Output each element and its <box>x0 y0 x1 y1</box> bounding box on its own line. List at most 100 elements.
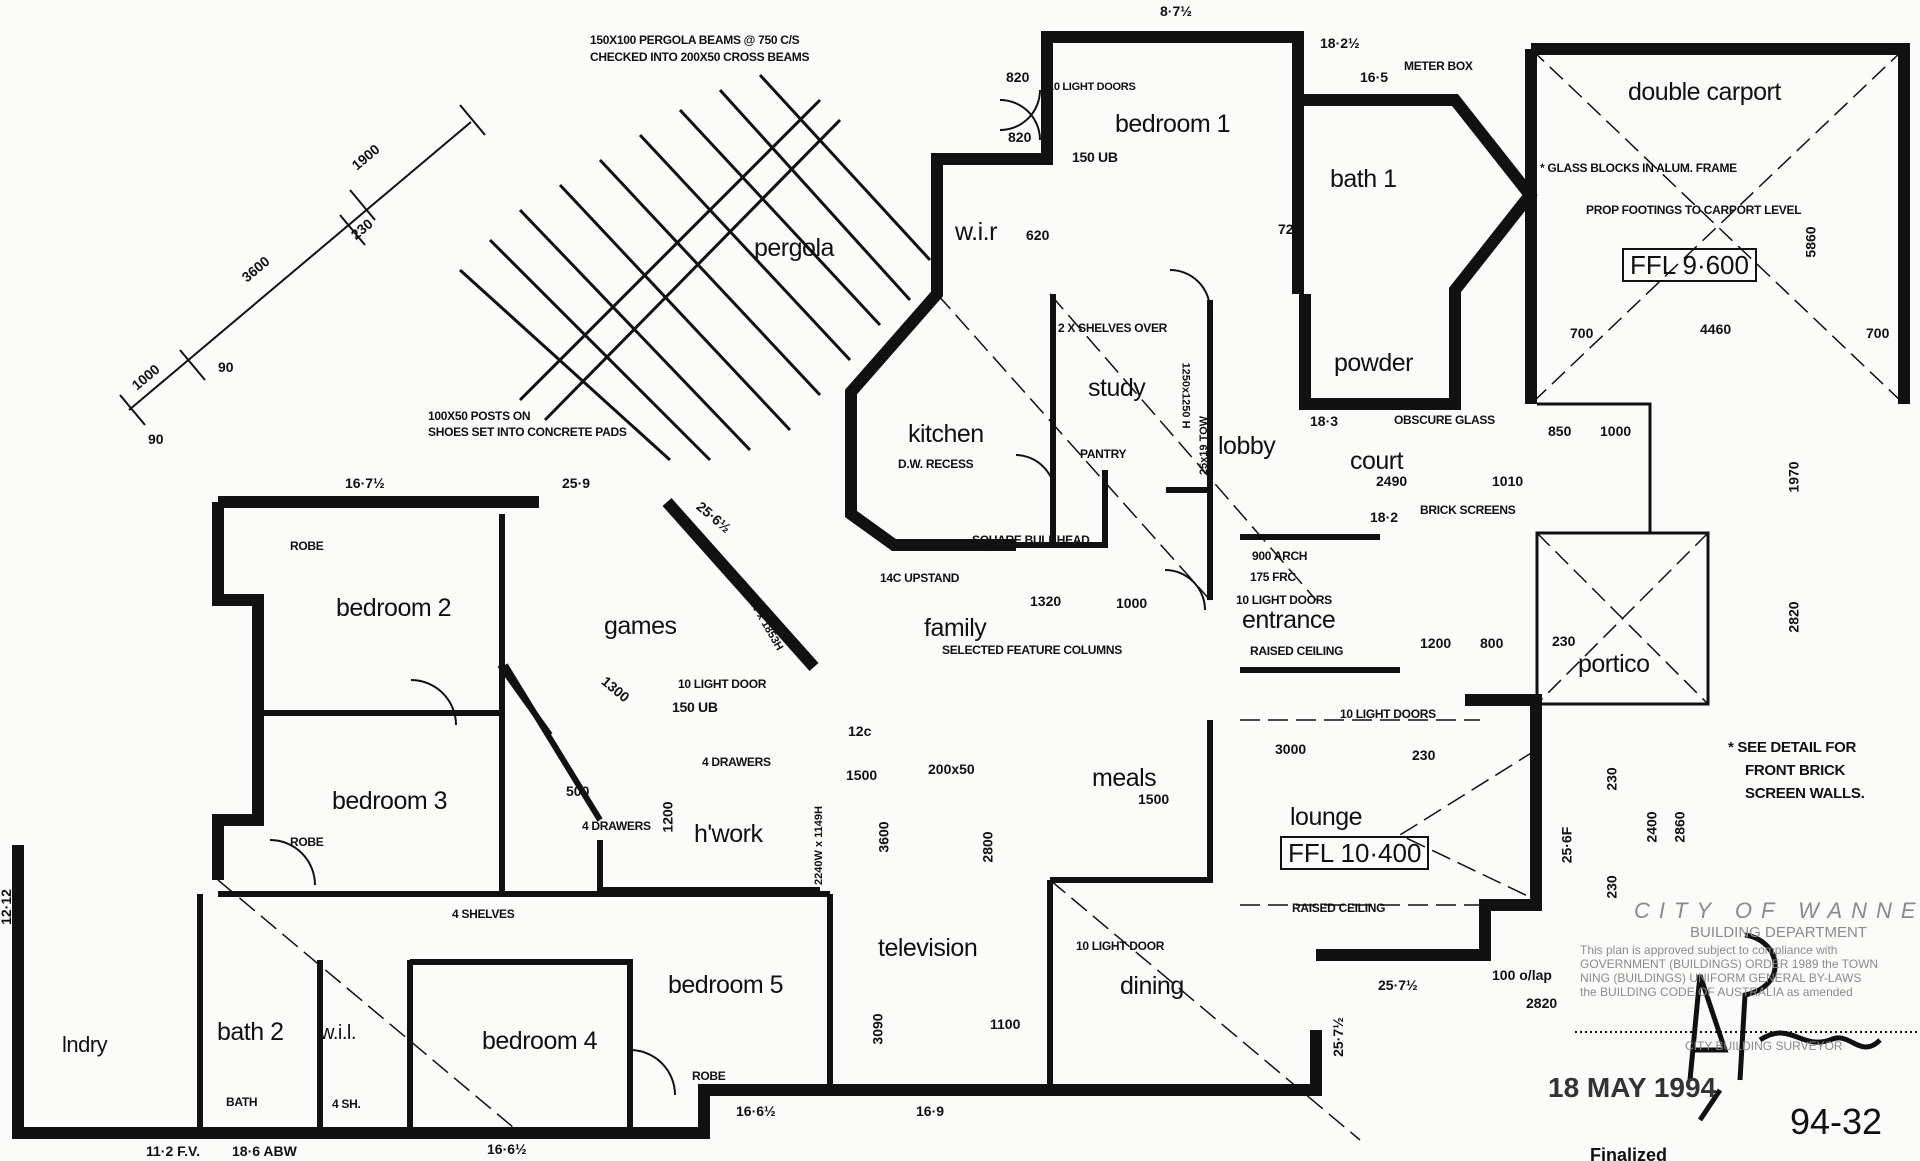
dimension: 1320 <box>1030 593 1062 609</box>
dimension: 2490 <box>1376 473 1408 489</box>
note: screen walls. <box>1745 785 1865 802</box>
note: prop footings to carport level <box>1586 203 1802 217</box>
dimension: 800 <box>1480 635 1504 651</box>
floor-level-carport: FFL 9·600 <box>1622 248 1757 282</box>
dimension: 16·9 <box>916 1103 945 1119</box>
dimension: 820 <box>1006 69 1030 85</box>
stamp-text: NING (BUILDINGS) UNIFORM GENERAL BY-LAWS <box>1580 971 1862 985</box>
pergola-dimension-line <box>119 104 486 426</box>
note: 2 x shelves over <box>1058 321 1168 335</box>
carport-portico <box>1530 48 1905 706</box>
room-label-games: games <box>604 612 677 640</box>
interior-walls <box>197 294 1400 1133</box>
dimension: 2820 <box>1526 995 1558 1011</box>
stamp-authority: CITY OF WANNEROO <box>1634 898 1920 923</box>
note: brick screens <box>1420 503 1516 517</box>
note: 4 shelves <box>452 907 515 921</box>
dimension: 230 <box>1412 747 1436 763</box>
note: pantry <box>1080 447 1127 461</box>
note: front brick <box>1745 762 1846 779</box>
status-label: Finalized <box>1590 1145 1668 1161</box>
dimension: 1000 <box>1116 595 1148 611</box>
note: robe <box>290 539 324 553</box>
note: 4 drawers <box>582 819 651 833</box>
dimension: 1200 <box>659 801 676 833</box>
dimension: 8·7½ <box>1160 3 1192 19</box>
room-label-bath-2: bath 2 <box>217 1018 284 1046</box>
dimension: 16·6½ <box>736 1103 776 1119</box>
note: 4 drawers <box>702 755 771 769</box>
note: obscure glass <box>1394 413 1495 427</box>
dimension: 12c <box>848 723 872 739</box>
dimension: 1250x1250 H <box>1179 362 1192 429</box>
note: robe <box>290 835 324 849</box>
dimension: 3090 <box>869 1013 886 1045</box>
dimension: 25·7½ <box>1329 1017 1346 1057</box>
room-label-double-carport: double carport <box>1628 78 1781 106</box>
dimension: 1500 <box>846 767 878 783</box>
room-label-hwork: h'work <box>694 820 763 848</box>
pergola-beams <box>458 73 932 462</box>
signature <box>1687 932 1882 1122</box>
dimension: 1500 <box>1138 791 1170 807</box>
dimension: 4460 <box>1700 321 1732 337</box>
approval-date: 18 MAY 1994 <box>1548 1072 1717 1103</box>
note: * glass blocks in alum. frame <box>1540 161 1737 175</box>
dimension: 18·2 <box>1370 509 1399 525</box>
dimension: 1200 <box>1420 635 1452 651</box>
dimension: 700 <box>1570 325 1594 341</box>
dimension: 25·7½ <box>1378 977 1418 993</box>
dimension: 2400 <box>1643 811 1660 843</box>
dimension: 820 <box>1008 129 1032 145</box>
room-label-court: court <box>1350 447 1404 475</box>
room-label-bedroom-3: bedroom 3 <box>332 787 448 815</box>
dimension: 16·6½ <box>487 1141 527 1157</box>
dimension: 16·5 <box>1360 69 1389 85</box>
note: 10 light doors <box>1236 593 1332 607</box>
dimension: 25·9 <box>562 475 591 491</box>
note: 4 sh. <box>332 1097 361 1111</box>
dimension: 1010 <box>1492 473 1524 489</box>
dimension: 90 <box>218 359 234 375</box>
dimension: 2240W x 1149H <box>812 806 825 885</box>
dimension: 3600 <box>875 821 892 853</box>
room-label-wir: w.i.r <box>955 218 997 246</box>
room-label-kitchen: kitchen <box>908 420 984 448</box>
dimension: 230 <box>1603 875 1620 899</box>
dimension: 25x19 TOW <box>1198 415 1211 476</box>
room-label-bedroom-2: bedroom 2 <box>336 594 452 622</box>
note: 900 arch <box>1252 549 1308 563</box>
note: robe <box>692 1069 726 1083</box>
note: raised ceiling <box>1250 644 1344 658</box>
room-label-pergola: pergola <box>754 234 834 262</box>
dimension: 1970 <box>1785 461 1802 493</box>
dimension: 25·6F <box>1558 826 1575 864</box>
room-label-dining: dining <box>1120 972 1184 1000</box>
dimension: 2800 <box>979 831 996 863</box>
dimension: 500 <box>566 783 590 799</box>
room-label-lounge: lounge <box>1290 803 1363 831</box>
note: shoes set into concrete pads <box>428 425 627 439</box>
dimension: 12·12 <box>0 889 14 925</box>
dimension: 230 <box>1552 633 1576 649</box>
door-swings <box>269 89 1211 1096</box>
dimension: 18·2½ <box>1320 35 1360 51</box>
dimension: 230 <box>1603 767 1620 791</box>
note: 150x100 pergola beams @ 750 c/s <box>590 33 800 47</box>
dimension: 5860 <box>1802 226 1819 258</box>
room-label-family: family <box>924 614 987 642</box>
note: 100x50 posts on <box>428 409 531 423</box>
room-label-study: study <box>1088 374 1146 402</box>
room-label-portico: portico <box>1578 650 1650 678</box>
dimension: 620 <box>1026 227 1050 243</box>
note: square bulkhead <box>972 533 1090 547</box>
note: 14c upstand <box>880 571 960 585</box>
note: checked into 200x50 cross beams <box>590 50 810 64</box>
ceiling-lines <box>217 293 1537 1141</box>
dimension: 720 <box>1278 221 1302 237</box>
note: selected feature columns <box>942 643 1122 657</box>
note: 150 UB <box>1072 149 1118 165</box>
dimension: 250x50 <box>1895 183 1912 231</box>
